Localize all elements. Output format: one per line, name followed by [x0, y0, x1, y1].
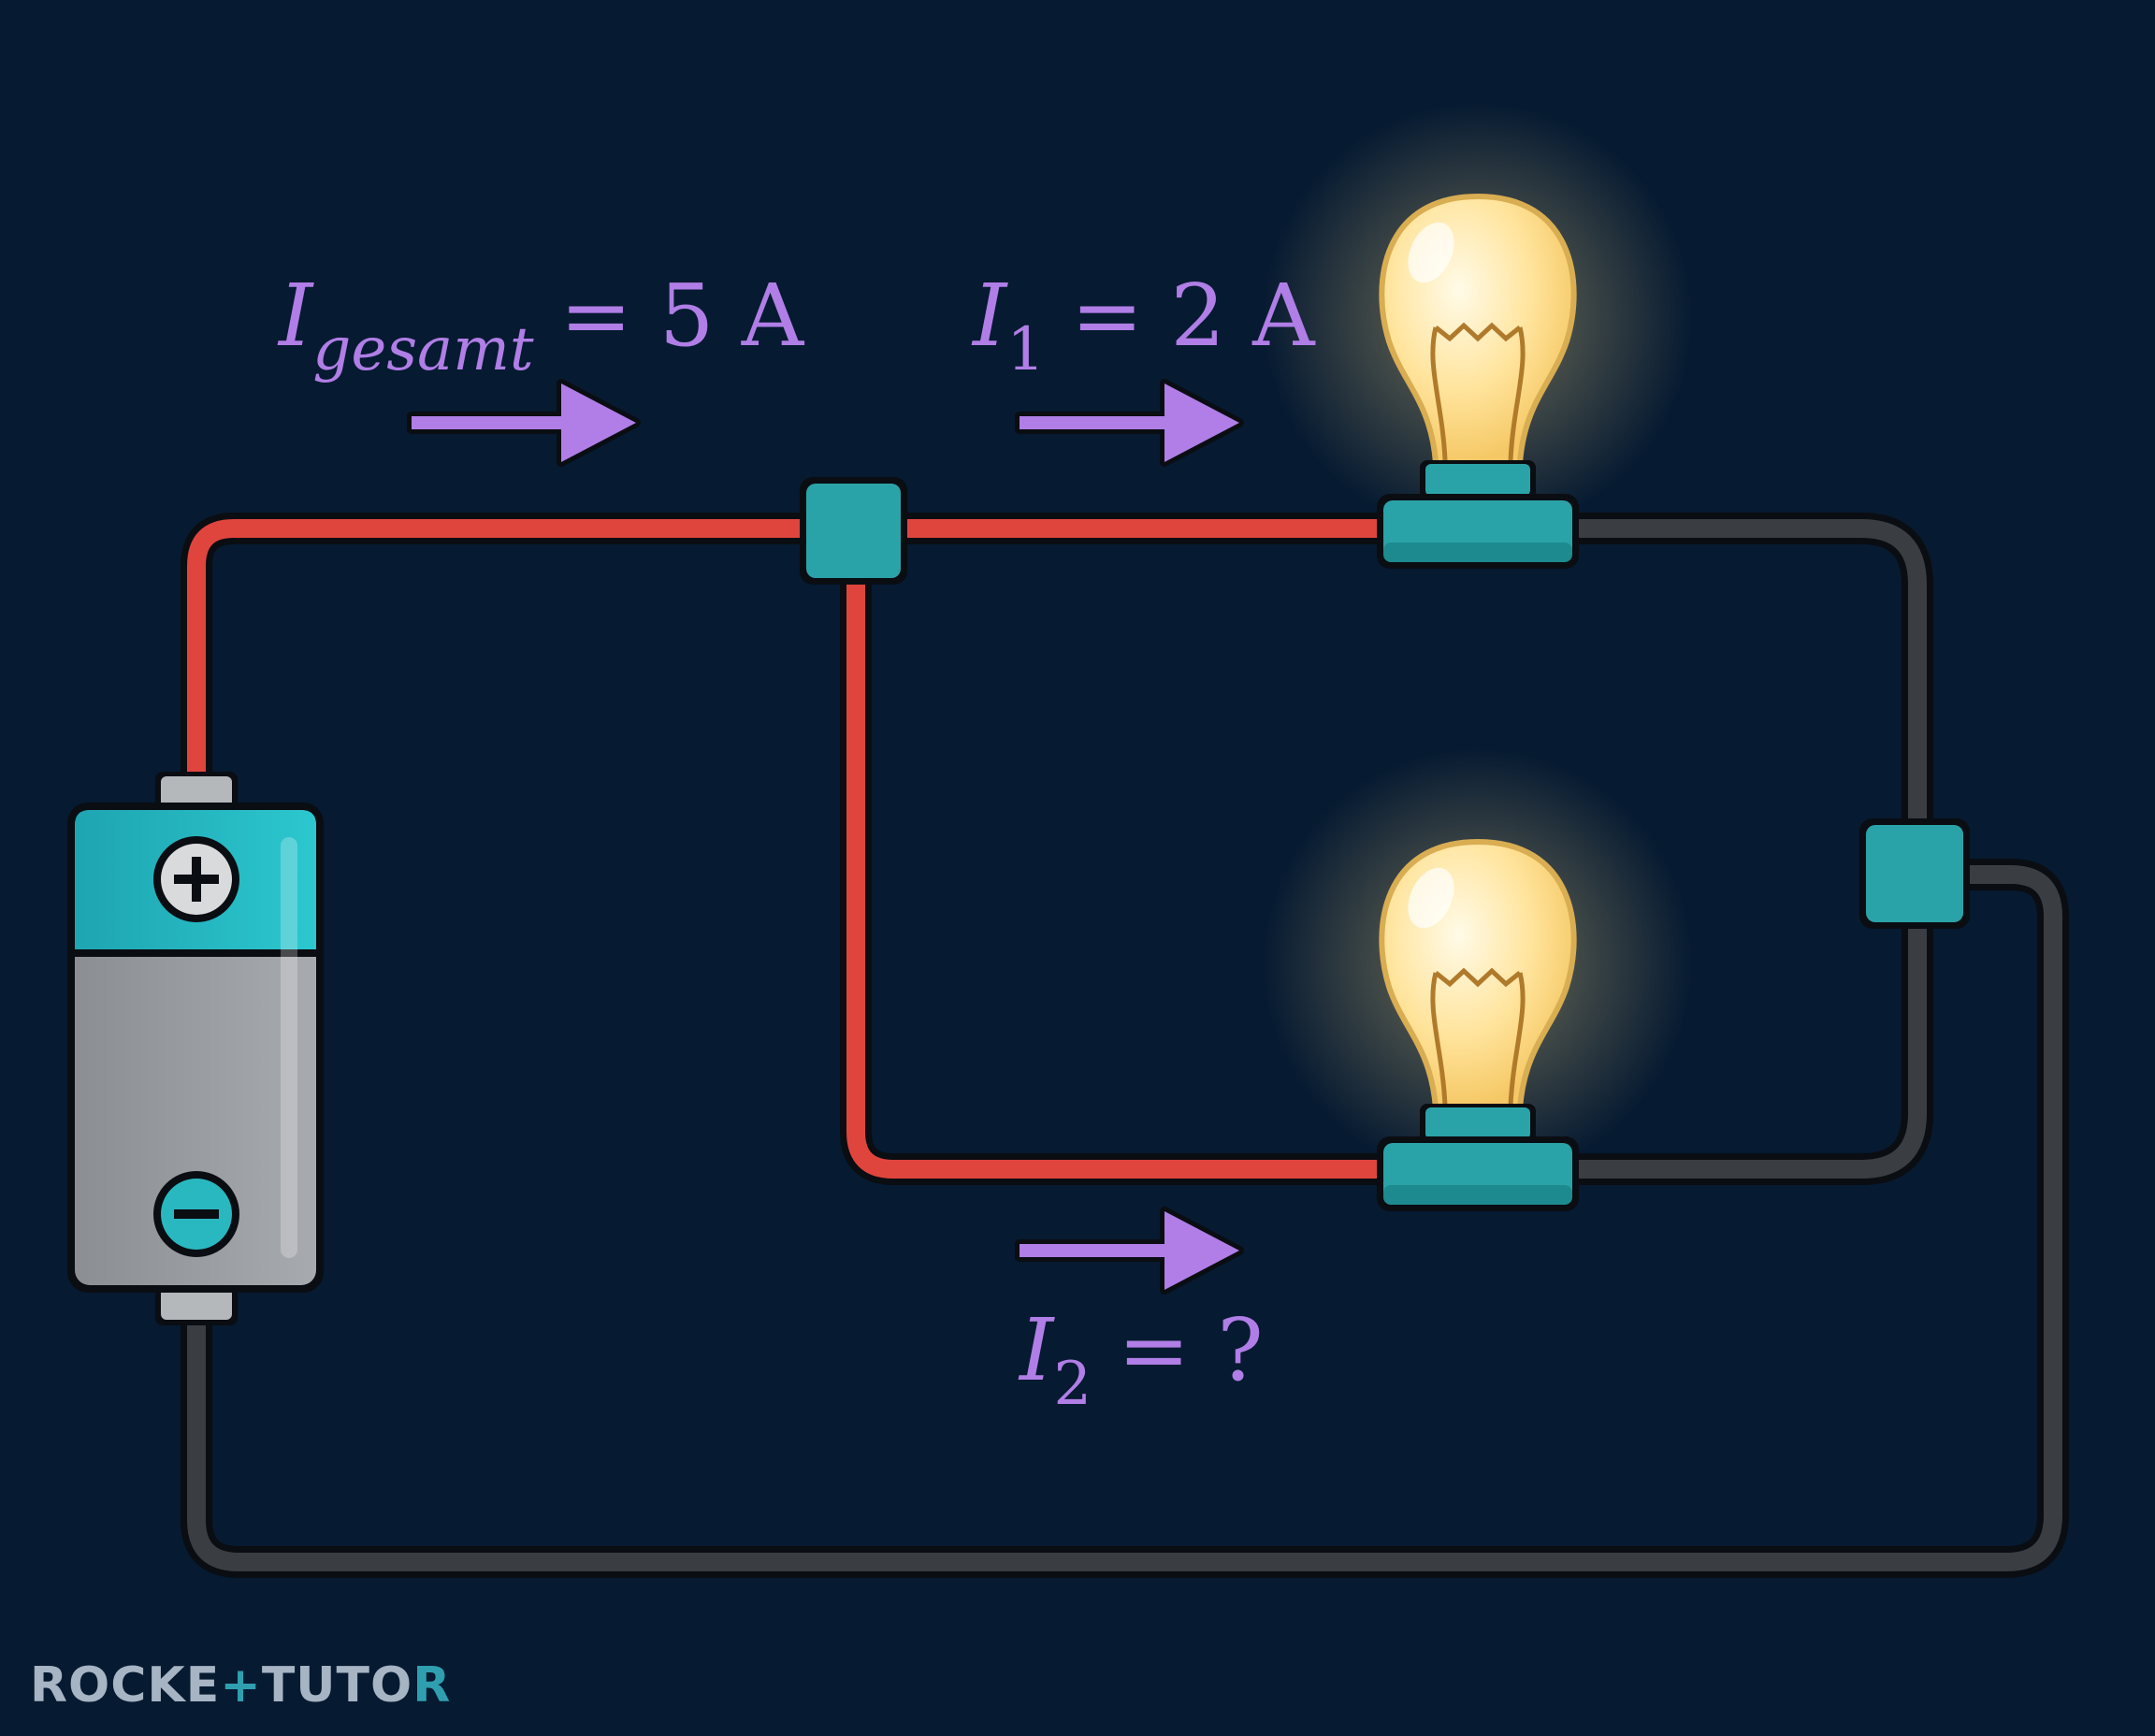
light-bulb-2-icon	[1263, 748, 1693, 1211]
label-branch2-symbol: I	[1020, 1300, 1054, 1400]
label-total-subscript: gesamt	[312, 315, 534, 384]
logo-part-4: R	[412, 1657, 452, 1714]
label-branch1-value: = 2 A	[1071, 266, 1315, 366]
label-branch2-subscript: 2	[1053, 1350, 1092, 1419]
arrow-total-icon	[407, 379, 641, 467]
current-arrows	[407, 379, 1244, 1295]
label-branch1-subscript: 1	[1006, 315, 1046, 384]
label-branch2-value: = ?	[1118, 1300, 1264, 1400]
label-branch2-current: I2= ?	[1020, 1308, 1264, 1415]
arrow-branch1-icon	[1015, 379, 1244, 467]
logo-part-2: +	[220, 1657, 262, 1714]
label-total-value: = 5 A	[559, 266, 804, 366]
label-total-current: Igesamt= 5 A	[279, 273, 803, 381]
arrow-branch2-icon	[1015, 1207, 1244, 1295]
light-bulb-1-icon	[1263, 103, 1693, 569]
junction-right	[1859, 818, 1970, 929]
positive-wire-top	[187, 519, 1394, 786]
plus-terminal-icon	[153, 836, 239, 922]
label-total-symbol: I	[279, 266, 313, 366]
wires	[181, 513, 2069, 1578]
minus-terminal-icon	[153, 1171, 239, 1257]
junction-top	[800, 477, 907, 585]
negative-wire-bottom	[187, 865, 2062, 1571]
logo-part-1: ROCKE	[30, 1657, 221, 1714]
label-branch1-current: I1= 2 A	[973, 273, 1315, 381]
positive-wire-branch	[846, 571, 1394, 1179]
label-branch1-symbol: I	[973, 266, 1007, 366]
logo-part-3: TUTO	[261, 1657, 413, 1714]
battery	[67, 772, 324, 1325]
brand-logo: ROCKE+TUTOR	[30, 1657, 451, 1714]
